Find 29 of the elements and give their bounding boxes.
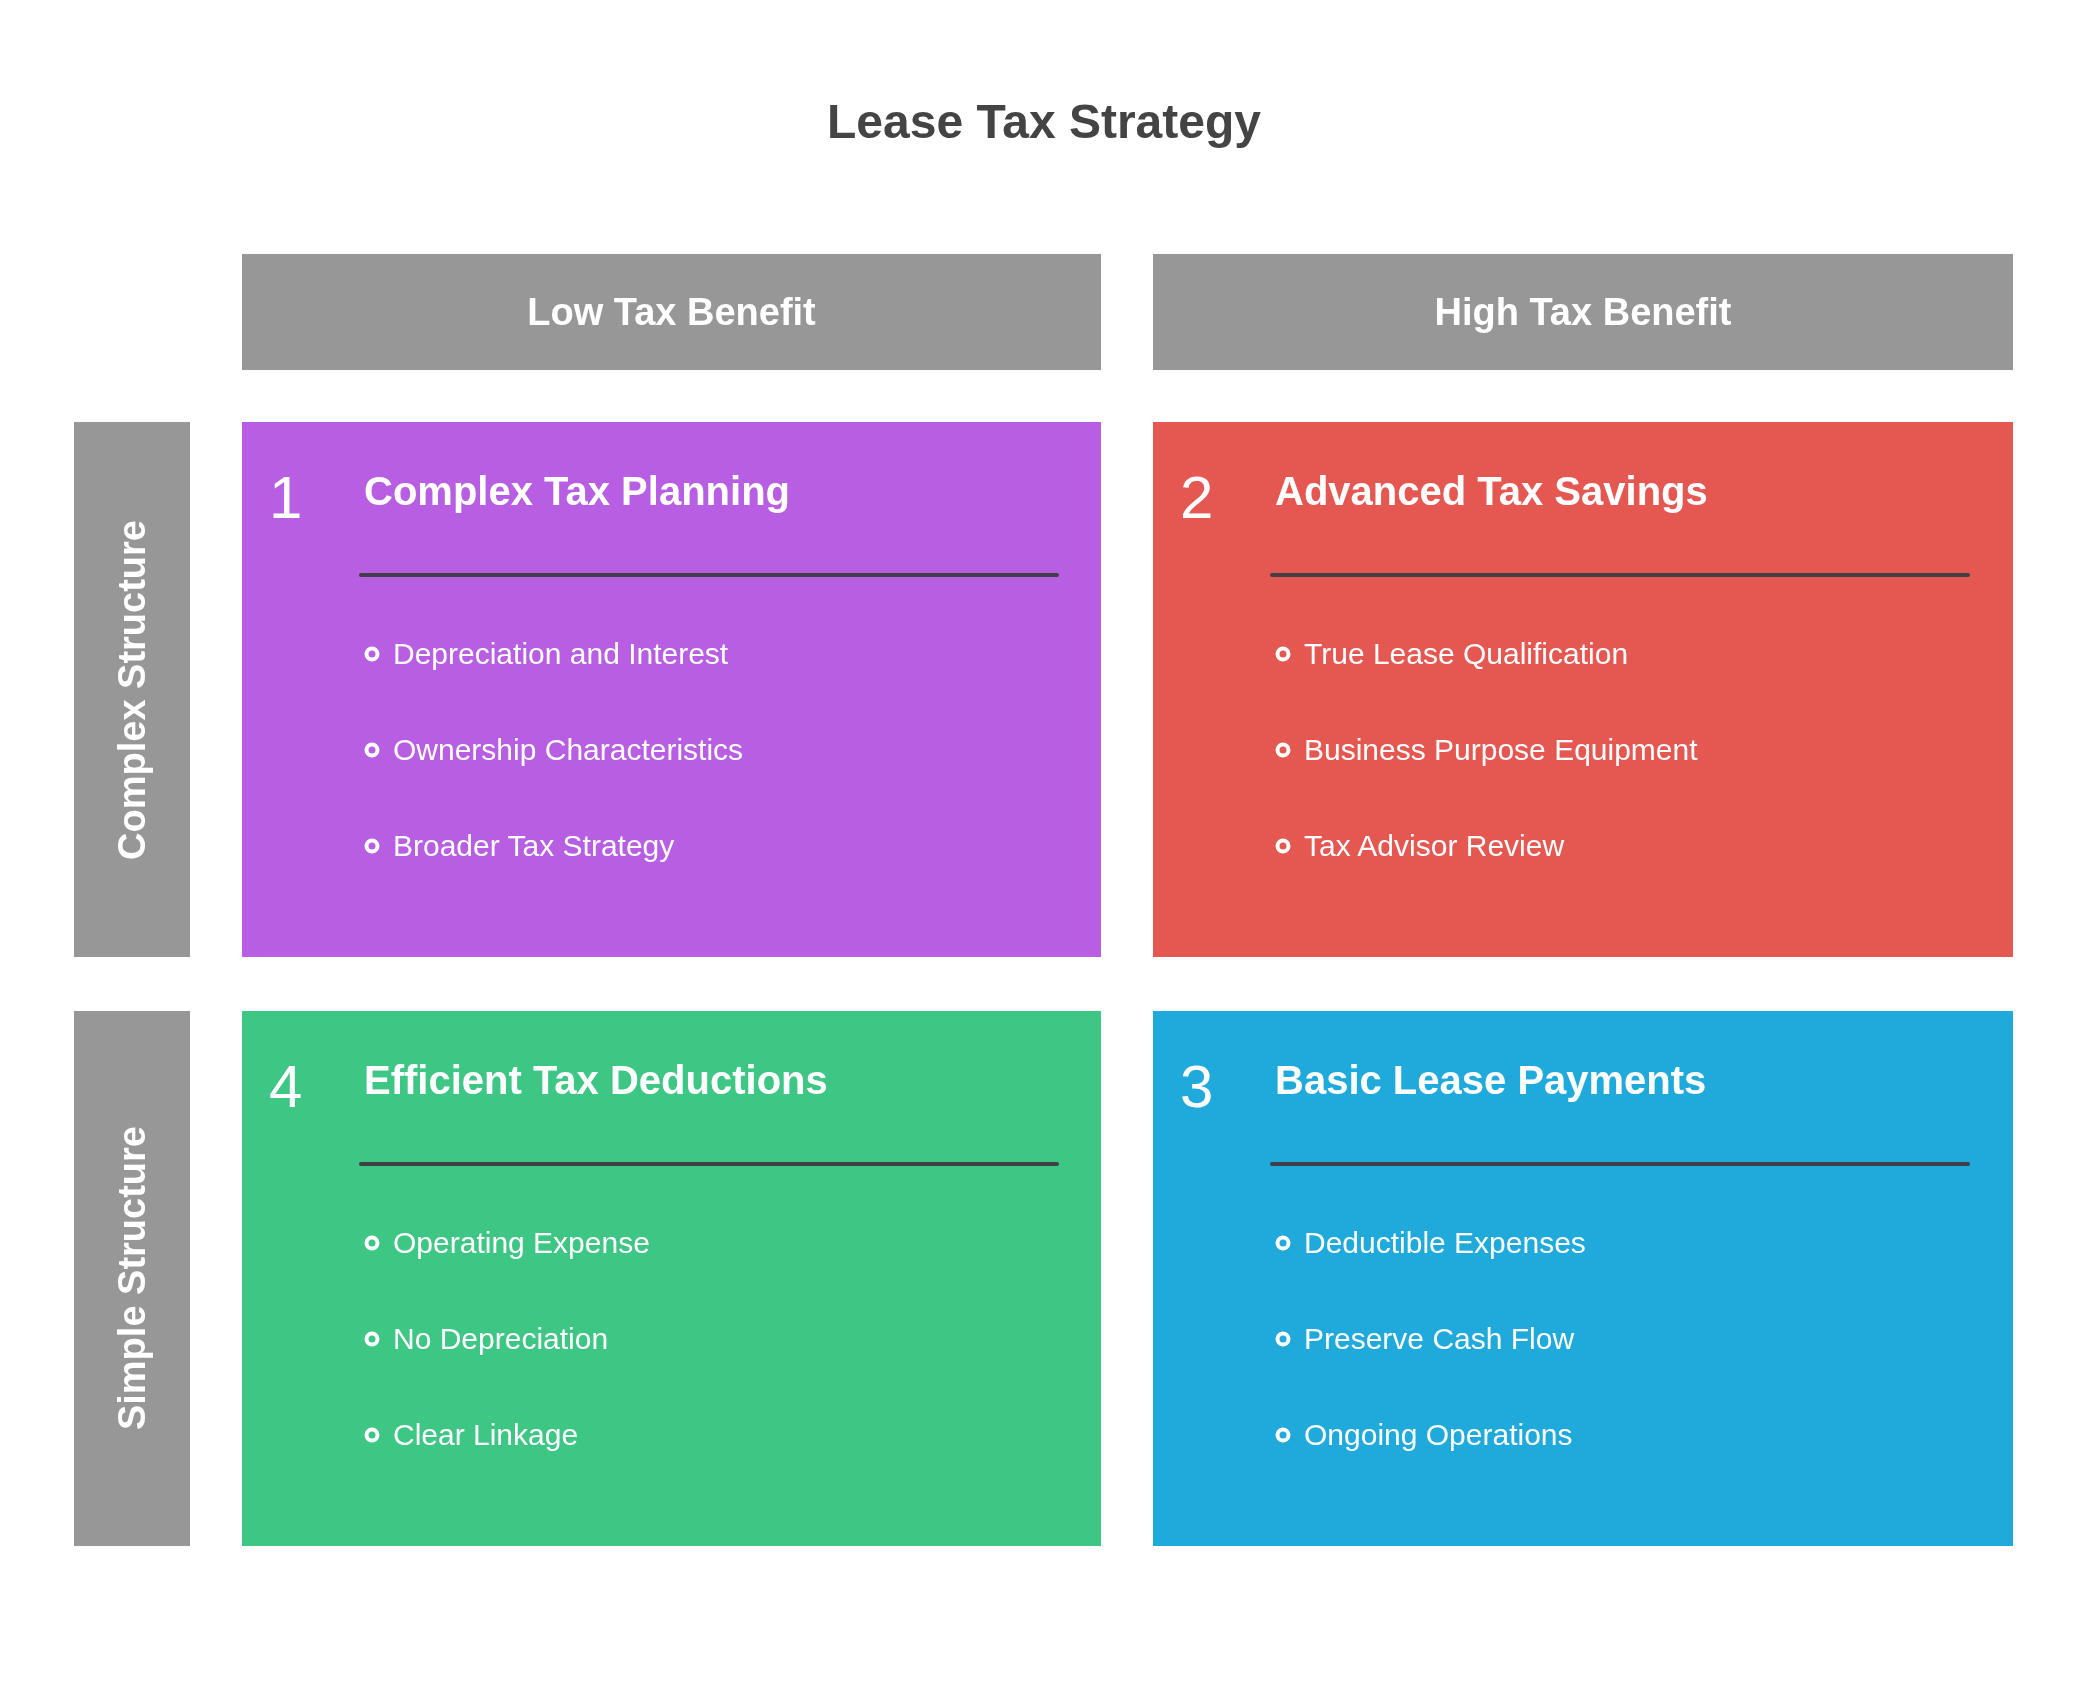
bullet-text: Operating Expense <box>393 1228 650 1258</box>
bullet-text: Preserve Cash Flow <box>1304 1324 1575 1354</box>
diagram-title: Lease Tax Strategy <box>827 98 1261 146</box>
row-header: Complex Structure <box>74 422 190 957</box>
quadrant-title: Efficient Tax Deductions <box>364 1060 828 1100</box>
quadrant-panel <box>242 1011 1101 1546</box>
bullet-text: True Lease Qualification <box>1304 639 1629 669</box>
bullet-text: Deductible Expenses <box>1304 1228 1586 1258</box>
bullet-text: Tax Advisor Review <box>1304 831 1565 861</box>
quadrant-number: 3 <box>1180 1057 1214 1117</box>
bullet-text: Ownership Characteristics <box>393 735 744 765</box>
bullet-text: Depreciation and Interest <box>393 639 729 669</box>
quadrant-panel <box>242 422 1101 957</box>
quadrant-number: 4 <box>269 1057 303 1117</box>
row-header: Simple Structure <box>74 1011 190 1546</box>
bullet-text: No Depreciation <box>393 1324 609 1354</box>
quadrant-panel <box>1153 1011 2013 1546</box>
bullet-text: Clear Linkage <box>393 1420 579 1450</box>
quadrant-title: Basic Lease Payments <box>1275 1060 1707 1100</box>
quadrant-title: Complex Tax Planning <box>364 471 790 511</box>
quadrant-number: 2 <box>1180 468 1214 528</box>
quadrant-number: 1 <box>269 468 303 528</box>
quadrant-panel <box>1153 422 2013 957</box>
quadrant-title: Advanced Tax Savings <box>1275 471 1708 511</box>
column-header: High Tax Benefit <box>1153 254 2013 370</box>
bullet-text: Broader Tax Strategy <box>393 831 675 861</box>
bullet-text: Business Purpose Equipment <box>1304 735 1698 765</box>
column-header: Low Tax Benefit <box>242 254 1101 370</box>
bullet-text: Ongoing Operations <box>1304 1420 1573 1450</box>
